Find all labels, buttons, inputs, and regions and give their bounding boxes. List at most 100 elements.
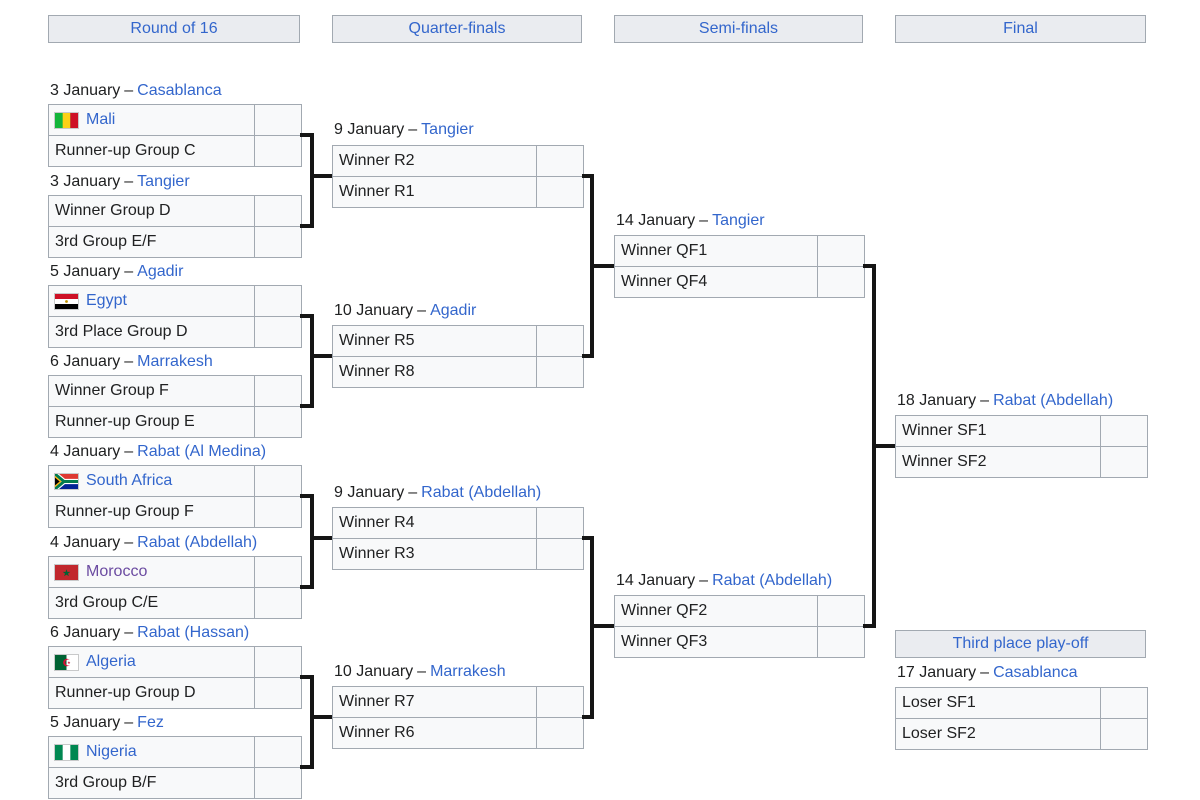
- match-r16-5: South Africa Runner-up Group F: [48, 465, 302, 528]
- team-name: Winner R3: [339, 545, 415, 562]
- final-header: Final: [895, 15, 1146, 43]
- match-date: 5 January–Fez: [50, 713, 164, 733]
- team-cell: Winner R8: [333, 357, 536, 387]
- venue-link[interactable]: Marrakesh: [137, 353, 213, 370]
- team-name[interactable]: Mali: [86, 111, 116, 128]
- score-cell: [536, 687, 583, 717]
- team-cell: 3rd Group C/E: [49, 588, 254, 618]
- bracket-connector: [310, 133, 314, 228]
- venue-link[interactable]: Casablanca: [993, 664, 1078, 681]
- match-date: 9 January–Tangier: [334, 120, 474, 140]
- bracket-connector: [300, 494, 314, 498]
- egypt-flag-icon: [55, 293, 78, 309]
- morocco-flag-icon: [55, 564, 78, 580]
- team-name: Winner R6: [339, 724, 415, 741]
- venue-link[interactable]: Tangier: [137, 173, 190, 190]
- venue-link[interactable]: Rabat (Abdellah): [712, 572, 833, 589]
- venue-link[interactable]: Casablanca: [137, 82, 222, 99]
- team-name: Winner R2: [339, 152, 415, 169]
- team-cell: Runner-up Group E: [49, 407, 254, 437]
- team-cell: Winner Group F: [49, 376, 254, 406]
- team-cell[interactable]: Mali: [49, 105, 254, 135]
- team-cell: Winner R3: [333, 539, 536, 569]
- score-cell: [817, 236, 864, 266]
- match-third-place: Loser SF1 Loser SF2: [895, 687, 1148, 750]
- team-name[interactable]: Algeria: [86, 653, 136, 670]
- team-name[interactable]: South Africa: [86, 472, 173, 489]
- match-date-text: 4 January: [50, 534, 121, 551]
- venue-link[interactable]: Marrakesh: [430, 663, 506, 680]
- score-cell: [254, 647, 301, 677]
- bracket-connector: [300, 675, 314, 679]
- bracket-connector: [300, 314, 314, 318]
- venue-link[interactable]: Rabat (Hassan): [137, 624, 250, 641]
- venue-link[interactable]: Rabat (Al Medina): [137, 443, 267, 460]
- team-name: Winner R8: [339, 363, 415, 380]
- bracket-connector: [582, 715, 594, 719]
- match-qf-4: Winner R7 Winner R6: [332, 686, 584, 749]
- match-qf-2: Winner R5 Winner R8: [332, 325, 584, 388]
- team-cell: Winner R5: [333, 326, 536, 356]
- date-venue-separator: –: [124, 263, 134, 280]
- venue-link[interactable]: Rabat (Abdellah): [137, 534, 258, 551]
- team-name: Winner QF4: [621, 273, 708, 290]
- venue-link[interactable]: Rabat (Abdellah): [421, 484, 542, 501]
- team-name: Loser SF1: [902, 694, 976, 711]
- team-name: Winner R7: [339, 693, 415, 710]
- semi-finals-header-label: Semi-finals: [698, 20, 779, 37]
- date-venue-separator: –: [124, 173, 134, 190]
- score-cell: [254, 196, 301, 226]
- semi-finals-header: Semi-finals: [614, 15, 863, 43]
- team-cell[interactable]: Nigeria: [49, 737, 254, 767]
- score-cell: [254, 317, 301, 347]
- bracket-connector: [582, 536, 594, 540]
- team-cell[interactable]: South Africa: [49, 466, 254, 496]
- south-africa-flag-icon: [55, 473, 78, 489]
- team-name[interactable]: Morocco: [86, 563, 148, 580]
- team-name: Runner-up Group E: [55, 413, 195, 430]
- team-name: Winner R4: [339, 514, 415, 531]
- team-name: 3rd Group B/F: [55, 774, 157, 791]
- team-name[interactable]: Nigeria: [86, 743, 137, 760]
- venue-link[interactable]: Rabat (Abdellah): [993, 392, 1114, 409]
- bracket-connector: [582, 354, 594, 358]
- venue-link[interactable]: Tangier: [712, 212, 765, 229]
- bracket-connector: [310, 354, 332, 358]
- team-name[interactable]: Egypt: [86, 292, 127, 309]
- team-name: Winner SF2: [902, 453, 987, 470]
- score-cell: [254, 768, 301, 798]
- bracket-connector: [310, 314, 314, 408]
- match-date-text: 3 January: [50, 82, 121, 99]
- venue-link[interactable]: Agadir: [430, 302, 477, 319]
- team-name: Runner-up Group F: [55, 503, 194, 520]
- score-cell: [254, 588, 301, 618]
- team-cell: Runner-up Group D: [49, 678, 254, 708]
- venue-link[interactable]: Fez: [137, 714, 164, 731]
- score-cell: [536, 177, 583, 207]
- match-date: 18 January–Rabat (Abdellah): [897, 391, 1113, 411]
- team-cell: Winner SF1: [896, 416, 1100, 446]
- match-r16-1: Mali Runner-up Group C: [48, 104, 302, 167]
- score-cell: [254, 105, 301, 135]
- score-cell: [254, 678, 301, 708]
- bracket-connector: [310, 494, 314, 589]
- score-cell: [254, 407, 301, 437]
- team-cell[interactable]: Morocco: [49, 557, 254, 587]
- team-name: Winner Group F: [55, 382, 169, 399]
- quarter-finals-header: Quarter-finals: [332, 15, 582, 43]
- team-cell[interactable]: Egypt: [49, 286, 254, 316]
- bracket-connector: [863, 624, 876, 628]
- score-cell: [254, 136, 301, 166]
- score-cell: [817, 627, 864, 657]
- bracket-connector: [300, 404, 314, 408]
- match-date: 6 January–Marrakesh: [50, 352, 213, 372]
- score-cell: [254, 466, 301, 496]
- team-cell: Winner R2: [333, 146, 536, 176]
- team-cell: Winner R6: [333, 718, 536, 748]
- team-cell[interactable]: Algeria: [49, 647, 254, 677]
- venue-link[interactable]: Agadir: [137, 263, 184, 280]
- date-venue-separator: –: [980, 664, 990, 681]
- venue-link[interactable]: Tangier: [421, 121, 474, 138]
- score-cell: [536, 146, 583, 176]
- match-date: 3 January–Tangier: [50, 172, 190, 192]
